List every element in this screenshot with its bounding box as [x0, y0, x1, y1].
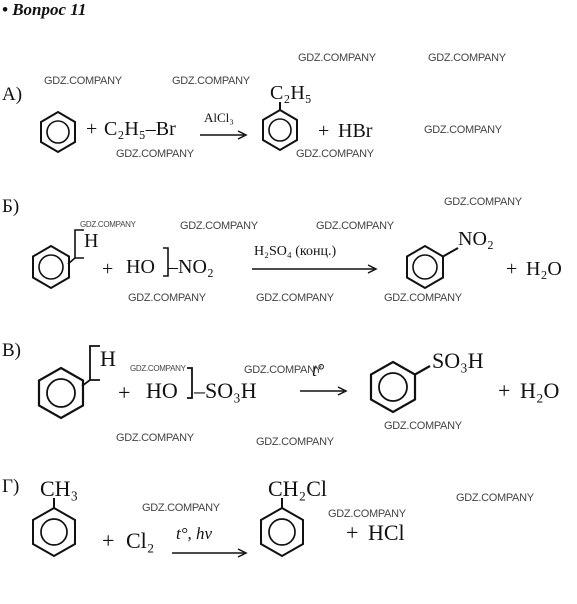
watermark-text: GDZ.COMPANY — [456, 492, 534, 504]
ethylbenzene-ring-icon — [262, 102, 298, 152]
ethyl-substituent: C₂H₅ — [270, 82, 312, 104]
benzyl-chloride-ring-icon — [260, 498, 304, 558]
plus-sign: + — [86, 118, 98, 140]
bracket-icon — [67, 229, 84, 265]
watermark-text: GDZ.COMPANY — [444, 196, 522, 208]
reaction-c-label: В) — [2, 340, 21, 361]
watermark-text: GDZ.COMPANY — [384, 420, 462, 432]
watermark-text: GDZ.COMPANY — [296, 148, 374, 160]
watermark-text: GDZ.COMPANY — [142, 502, 220, 514]
plus-sign: + — [498, 378, 511, 403]
reaction-arrow-icon — [200, 130, 248, 140]
catalyst-label: AlCl₃ — [204, 110, 234, 125]
benzene-ring-icon — [37, 366, 85, 420]
catalyst-label: t°, hν — [176, 524, 213, 543]
plus-sign: + — [102, 528, 115, 553]
benzenesulfonic-acid-ring-icon — [369, 360, 431, 414]
nitro-substituent: NO₂ — [458, 228, 494, 250]
watermark-text: GDZ.COMPANY — [424, 124, 502, 136]
toluene-ring-icon — [32, 498, 76, 558]
reaction-b-label: Б) — [2, 196, 20, 217]
watermark-text: GDZ.COMPANY — [256, 292, 334, 304]
plus-sign: + — [318, 120, 330, 142]
bracket-icon — [163, 247, 169, 277]
plus-sign: + — [118, 380, 131, 405]
sulfo-group: –SO₃H — [194, 378, 257, 403]
sulfo-substituent: SO₃H — [432, 348, 484, 373]
methyl-substituent: CH₃ — [40, 476, 79, 501]
benzene-ring-icon — [32, 244, 70, 290]
watermark-text: GDZ.COMPANY — [428, 52, 506, 64]
watermark-text: GDZ.COMPANY — [130, 364, 186, 373]
reaction-arrow-icon — [172, 548, 248, 558]
watermark-text: GDZ.COMPANY — [316, 220, 394, 232]
water-formula: H₂O — [520, 378, 560, 403]
catalyst-label: H₂SO₄ (конц.) — [254, 244, 337, 259]
hydrogen-atom: H — [84, 230, 99, 252]
watermark-text: GDZ.COMPANY — [80, 220, 136, 229]
watermark-text: GDZ.COMPANY — [116, 148, 194, 160]
ethyl-bromide-formula: C₂H₅–Br — [104, 118, 176, 140]
bracket-icon — [81, 345, 100, 387]
watermark-text: GDZ.COMPANY — [172, 75, 250, 87]
watermark-text: GDZ.COMPANY — [298, 52, 376, 64]
plus-sign: + — [506, 258, 518, 280]
hydroxyl-group: HO — [146, 378, 178, 403]
nitro-group: –NO₂ — [168, 256, 214, 278]
plus-sign: + — [102, 258, 114, 280]
nitrobenzene-ring-icon — [406, 244, 459, 290]
question-title: • Вопрос 11 — [2, 0, 87, 19]
reaction-arrow-icon — [252, 264, 378, 274]
hydroxyl-group: HO — [126, 256, 155, 278]
catalyst-label: t° — [312, 360, 325, 380]
watermark-text: GDZ.COMPANY — [44, 75, 122, 87]
watermark-text: GDZ.COMPANY — [244, 364, 322, 376]
reaction-arrow-icon — [300, 386, 348, 396]
benzene-ring-icon — [40, 110, 76, 154]
watermark-text: GDZ.COMPANY — [116, 432, 194, 444]
watermark-text: GDZ.COMPANY — [384, 292, 462, 304]
plus-sign: + — [346, 520, 359, 545]
watermark-text: GDZ.COMPANY — [256, 436, 334, 448]
hydrogen-atom: H — [100, 346, 116, 371]
hbr-formula: HBr — [338, 120, 373, 142]
chlorine-formula: Cl₂ — [126, 528, 155, 553]
watermark-text: GDZ.COMPANY — [180, 220, 258, 232]
hcl-formula: HCl — [368, 520, 405, 545]
watermark-text: GDZ.COMPANY — [328, 508, 406, 520]
reaction-d-label: Г) — [2, 476, 20, 497]
chloromethyl-substituent: CH₂Cl — [268, 476, 328, 501]
watermark-text: GDZ.COMPANY — [128, 292, 206, 304]
water-formula: H₂O — [526, 258, 562, 280]
bracket-icon — [187, 367, 193, 399]
reaction-a-label: А) — [2, 84, 23, 105]
